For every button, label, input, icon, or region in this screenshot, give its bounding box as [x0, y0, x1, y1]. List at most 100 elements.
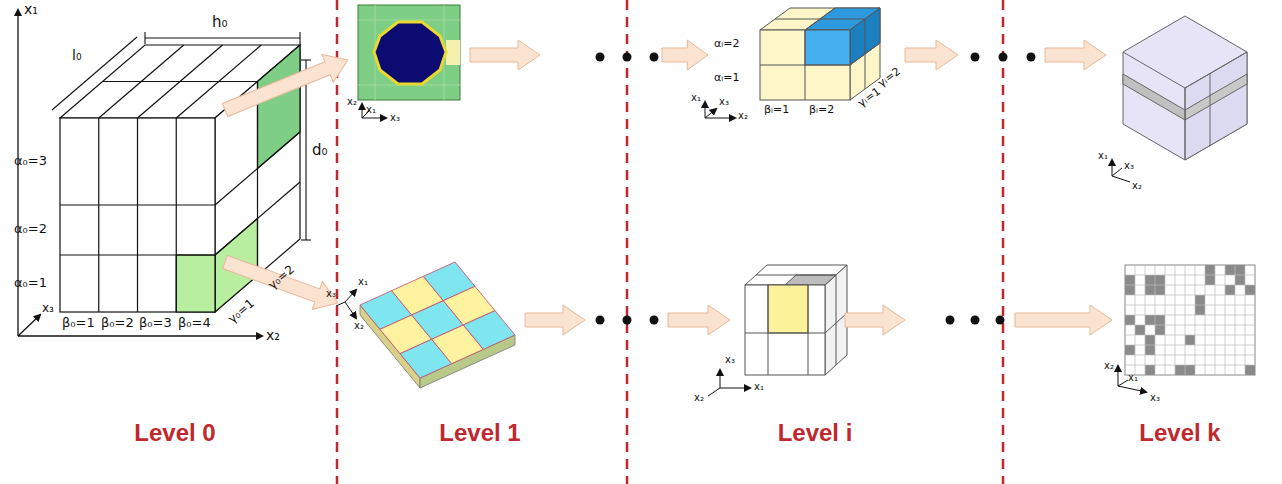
axis-or-index-label: l₀	[72, 48, 82, 63]
level-k-voxels	[1155, 285, 1165, 295]
ellipsis-dots	[1027, 53, 1036, 62]
axis-or-index-label: βᵢ=2	[809, 104, 834, 116]
axes	[708, 388, 720, 396]
level-k-grain	[1185, 74, 1247, 120]
block-arrow	[1015, 305, 1112, 335]
level1-microstructure	[358, 5, 460, 100]
axis-or-index-label: x₁	[754, 381, 764, 392]
level-k-voxels	[1245, 285, 1255, 295]
level-k-voxels	[1205, 275, 1215, 285]
dimension-line	[52, 32, 311, 240]
level-k-voxels	[1125, 345, 1135, 355]
block-arrow	[905, 40, 958, 70]
level1-laminate	[463, 311, 515, 350]
axes	[1118, 366, 1119, 386]
level-k-voxels	[1125, 305, 1255, 306]
ellipsis-dots	[650, 316, 659, 325]
axis-or-index-label: αᵢ=2	[714, 38, 739, 50]
level-k-voxels	[1145, 365, 1155, 375]
level-i-cell	[760, 8, 880, 100]
level-k-voxels	[1155, 315, 1165, 325]
level-k-voxels	[1125, 285, 1255, 286]
axis-or-index-label: x₂	[694, 392, 704, 403]
level-k-voxels	[1125, 275, 1255, 276]
block-arrow	[219, 46, 353, 124]
axis-or-index-label: x₃	[1150, 392, 1160, 403]
block-arrow	[525, 305, 585, 335]
level-k-voxels	[1235, 275, 1245, 285]
level-k-voxels	[1135, 325, 1145, 335]
axis-or-index-label: x₂	[266, 328, 280, 343]
axis-or-index-label: x₂	[354, 320, 364, 331]
dimension-line	[301, 59, 311, 60]
axes	[720, 388, 750, 389]
level1-microstructure	[374, 22, 446, 84]
level-k-voxels	[1145, 265, 1146, 375]
level-k-voxels	[1145, 335, 1155, 345]
level-separator	[1002, 0, 1005, 484]
level0-cube	[98, 118, 99, 312]
ellipsis-dots	[999, 53, 1008, 62]
dimension-line	[305, 60, 306, 240]
level-k-voxels	[1145, 275, 1155, 285]
ellipsis-dots	[971, 53, 980, 62]
level-k-voxels	[1195, 295, 1205, 305]
level-k-voxels	[1125, 275, 1135, 285]
level0-cube	[60, 204, 215, 205]
level-k-voxels	[1195, 305, 1205, 315]
level-k-voxels	[1225, 265, 1226, 375]
level-i-cube	[768, 285, 769, 375]
dimension-line	[145, 37, 300, 38]
level1-microstructure	[446, 40, 460, 65]
level-k-grain	[1185, 52, 1247, 88]
axes	[345, 290, 356, 302]
level-i-cube	[825, 313, 847, 333]
axes	[336, 290, 356, 318]
level-k-grain	[1123, 52, 1185, 88]
block-arrow	[845, 305, 905, 335]
level0-cube	[60, 254, 215, 255]
level1-laminate	[360, 262, 515, 388]
axis-or-index-label: x₃	[1124, 160, 1134, 171]
dimension-line	[299, 32, 300, 44]
level-k-voxels	[1125, 265, 1255, 375]
level-k-grain	[1185, 88, 1186, 160]
axis-or-index-label: x₁	[358, 276, 368, 287]
level-title: Level k	[1139, 420, 1220, 446]
level-k-voxels	[1125, 285, 1135, 295]
level1-microstructure	[358, 5, 460, 100]
level-k-voxels	[1135, 265, 1136, 375]
level-k-grain	[1185, 52, 1247, 160]
level-k-voxels	[1125, 365, 1255, 366]
level-k-voxels	[1205, 265, 1215, 275]
level-k-voxels	[1215, 265, 1216, 375]
ellipsis-dots	[596, 53, 1036, 325]
ellipsis-dots	[596, 53, 605, 62]
ellipsis-dots	[971, 316, 980, 325]
level-k-voxels	[1125, 335, 1255, 336]
axis-or-index-label: β₀=2	[101, 316, 134, 330]
level-k-voxels	[1145, 285, 1155, 295]
ellipsis-dots	[650, 53, 659, 62]
axes	[1118, 380, 1128, 386]
level-k-voxels	[1235, 265, 1245, 275]
axes	[362, 118, 386, 119]
level-i-cell	[865, 19, 866, 89]
level-separator	[337, 0, 1003, 484]
axes	[362, 104, 386, 118]
level-k-voxels	[1145, 345, 1155, 355]
axis-or-index-label: x₁	[691, 92, 701, 103]
axes	[362, 104, 363, 118]
level-k-voxels	[1155, 275, 1165, 285]
axis-or-index-label: α₀=1	[14, 276, 47, 290]
level-i-cube	[756, 275, 836, 276]
level-i-cube	[808, 285, 809, 375]
level-k-voxels	[1235, 265, 1236, 375]
level-k-voxels	[1225, 265, 1235, 275]
axes	[1112, 160, 1113, 176]
level0-cube	[257, 82, 258, 276]
axes	[1118, 366, 1146, 392]
level-title: Level 0	[134, 420, 215, 446]
level0-cube	[176, 255, 215, 312]
